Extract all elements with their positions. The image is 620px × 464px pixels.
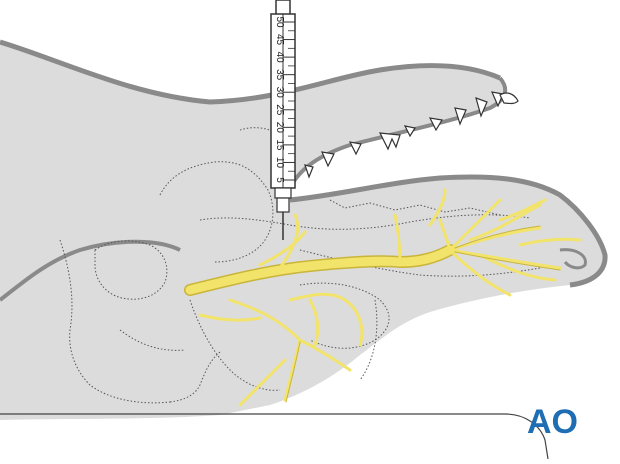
syringe-scale-label: 35 (274, 69, 285, 81)
syringe-scale-label: 20 (274, 122, 285, 134)
syringe-hub (275, 188, 291, 198)
syringe-icon: 5 10 15 20 25 30 35 40 45 50 (271, 0, 295, 212)
syringe-scale-label: 50 (274, 16, 285, 28)
syringe-scale-label: 25 (274, 104, 285, 116)
table-surface (0, 414, 548, 459)
ao-logo: AO (527, 403, 578, 441)
syringe-scale-label: 30 (274, 87, 285, 99)
syringe-scale-label: 5 (274, 177, 285, 183)
syringe-scale-label: 10 (274, 157, 285, 169)
ao-logo-text: AO (527, 403, 578, 441)
syringe-scale-label: 15 (274, 139, 285, 151)
syringe-scale-label: 45 (274, 34, 285, 46)
syringe-scale-label: 40 (274, 52, 285, 64)
